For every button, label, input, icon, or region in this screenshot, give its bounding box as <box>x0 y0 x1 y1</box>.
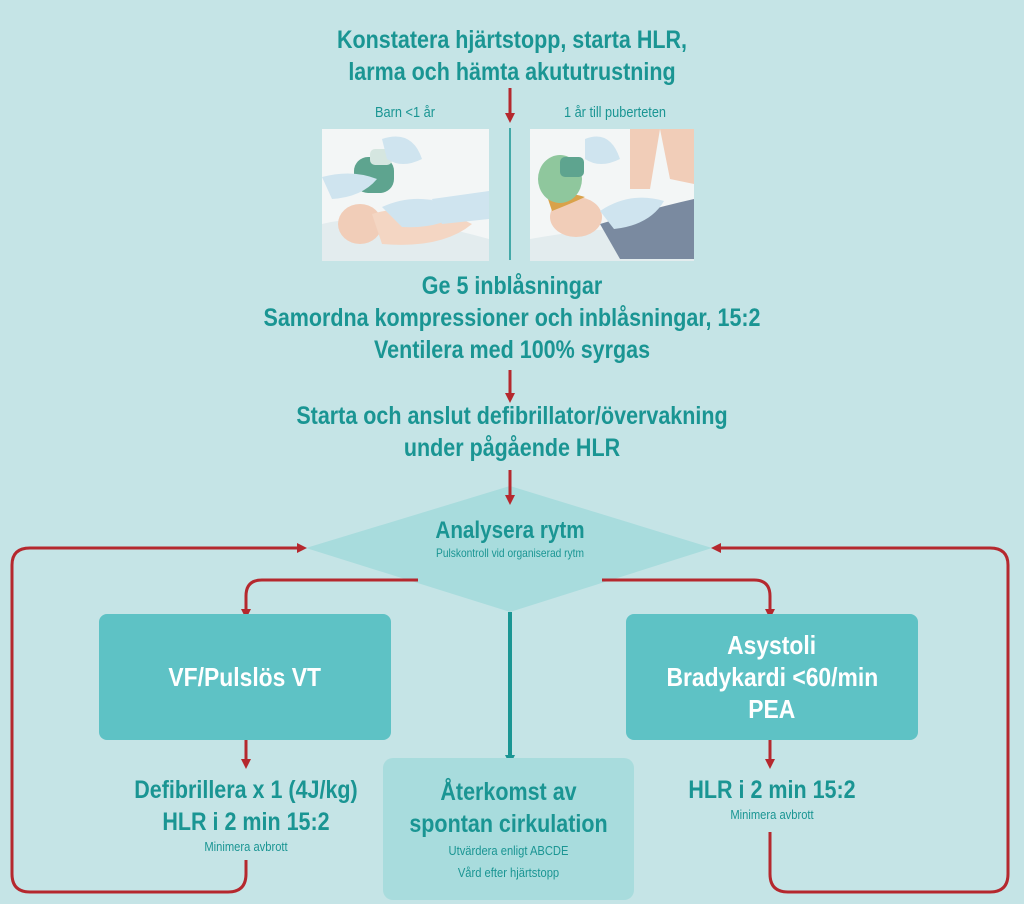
step1-text: Konstatera hjärtstopp, starta HLR, larma… <box>72 24 953 88</box>
rosc-note1: Utvärdera enligt ABCDE <box>448 843 569 858</box>
rosc-line1: Återkomst av <box>440 778 577 806</box>
step2-line2: Samordna kompressioner och inblåsningar,… <box>263 304 761 332</box>
left-note: Minimera avbrott <box>204 839 288 854</box>
decision-diamond <box>306 486 712 612</box>
left-action-text: Defibrillera x 1 (4J/kg) HLR i 2 min 15:… <box>96 774 396 856</box>
left-box-label: VF/Pulslös VT <box>168 662 322 692</box>
step2-text: Ge 5 inblåsningar Samordna kompressioner… <box>72 270 953 366</box>
rosc-line2: spontan cirkulation <box>409 810 608 838</box>
right-box-line3: PEA <box>748 694 796 724</box>
rosc-box <box>383 758 634 900</box>
loop-left <box>10 543 307 894</box>
right-action1: HLR i 2 min 15:2 <box>688 776 856 804</box>
right-box-line2: Bradykardi <60/min <box>666 662 878 692</box>
rosc-note2: Vård efter hjärtstopp <box>457 865 560 880</box>
vf-pulseless-vt-box: VF/Pulslös VT <box>99 614 391 740</box>
photo-right-caption: 1 år till puberteten <box>563 104 667 121</box>
left-action1: Defibrillera x 1 (4J/kg) <box>134 776 358 804</box>
step1-line1: Konstatera hjärtstopp, starta HLR, <box>336 26 688 54</box>
decision-title: Analysera rytm <box>435 517 585 544</box>
step3-line2: under pågående HLR <box>403 434 621 462</box>
left-action2: HLR i 2 min 15:2 <box>162 808 330 836</box>
rosc-text: Återkomst av spontan cirkulation Utvärde… <box>383 776 634 884</box>
decision-subtitle: Pulskontroll vid organiserad rytm <box>436 546 584 560</box>
child-cpr-illustration <box>530 129 694 261</box>
asystole-box: Asystoli Bradykardi <60/min PEA <box>626 614 918 740</box>
arrow-decision-left <box>241 578 418 619</box>
right-box-line1: Asystoli <box>727 630 817 660</box>
step3-line1: Starta och anslut defibrillator/övervakn… <box>296 402 728 430</box>
step1-line2: larma och hämta akututrustning <box>348 58 676 86</box>
step2-line1: Ge 5 inblåsningar <box>421 272 603 300</box>
photo-left-caption: Barn <1 år <box>375 104 435 121</box>
step3-text: Starta och anslut defibrillator/övervakn… <box>72 400 953 464</box>
step2-line3: Ventilera med 100% syrgas <box>373 336 651 364</box>
right-action-text: HLR i 2 min 15:2 Minimera avbrott <box>622 774 922 824</box>
decision-text: Analysera rytm Pulskontroll vid organise… <box>360 516 660 560</box>
infant-cpr-illustration <box>322 129 489 261</box>
loop-right <box>711 543 1010 894</box>
arrow-decision-right <box>602 578 775 619</box>
right-note: Minimera avbrott <box>730 807 814 822</box>
